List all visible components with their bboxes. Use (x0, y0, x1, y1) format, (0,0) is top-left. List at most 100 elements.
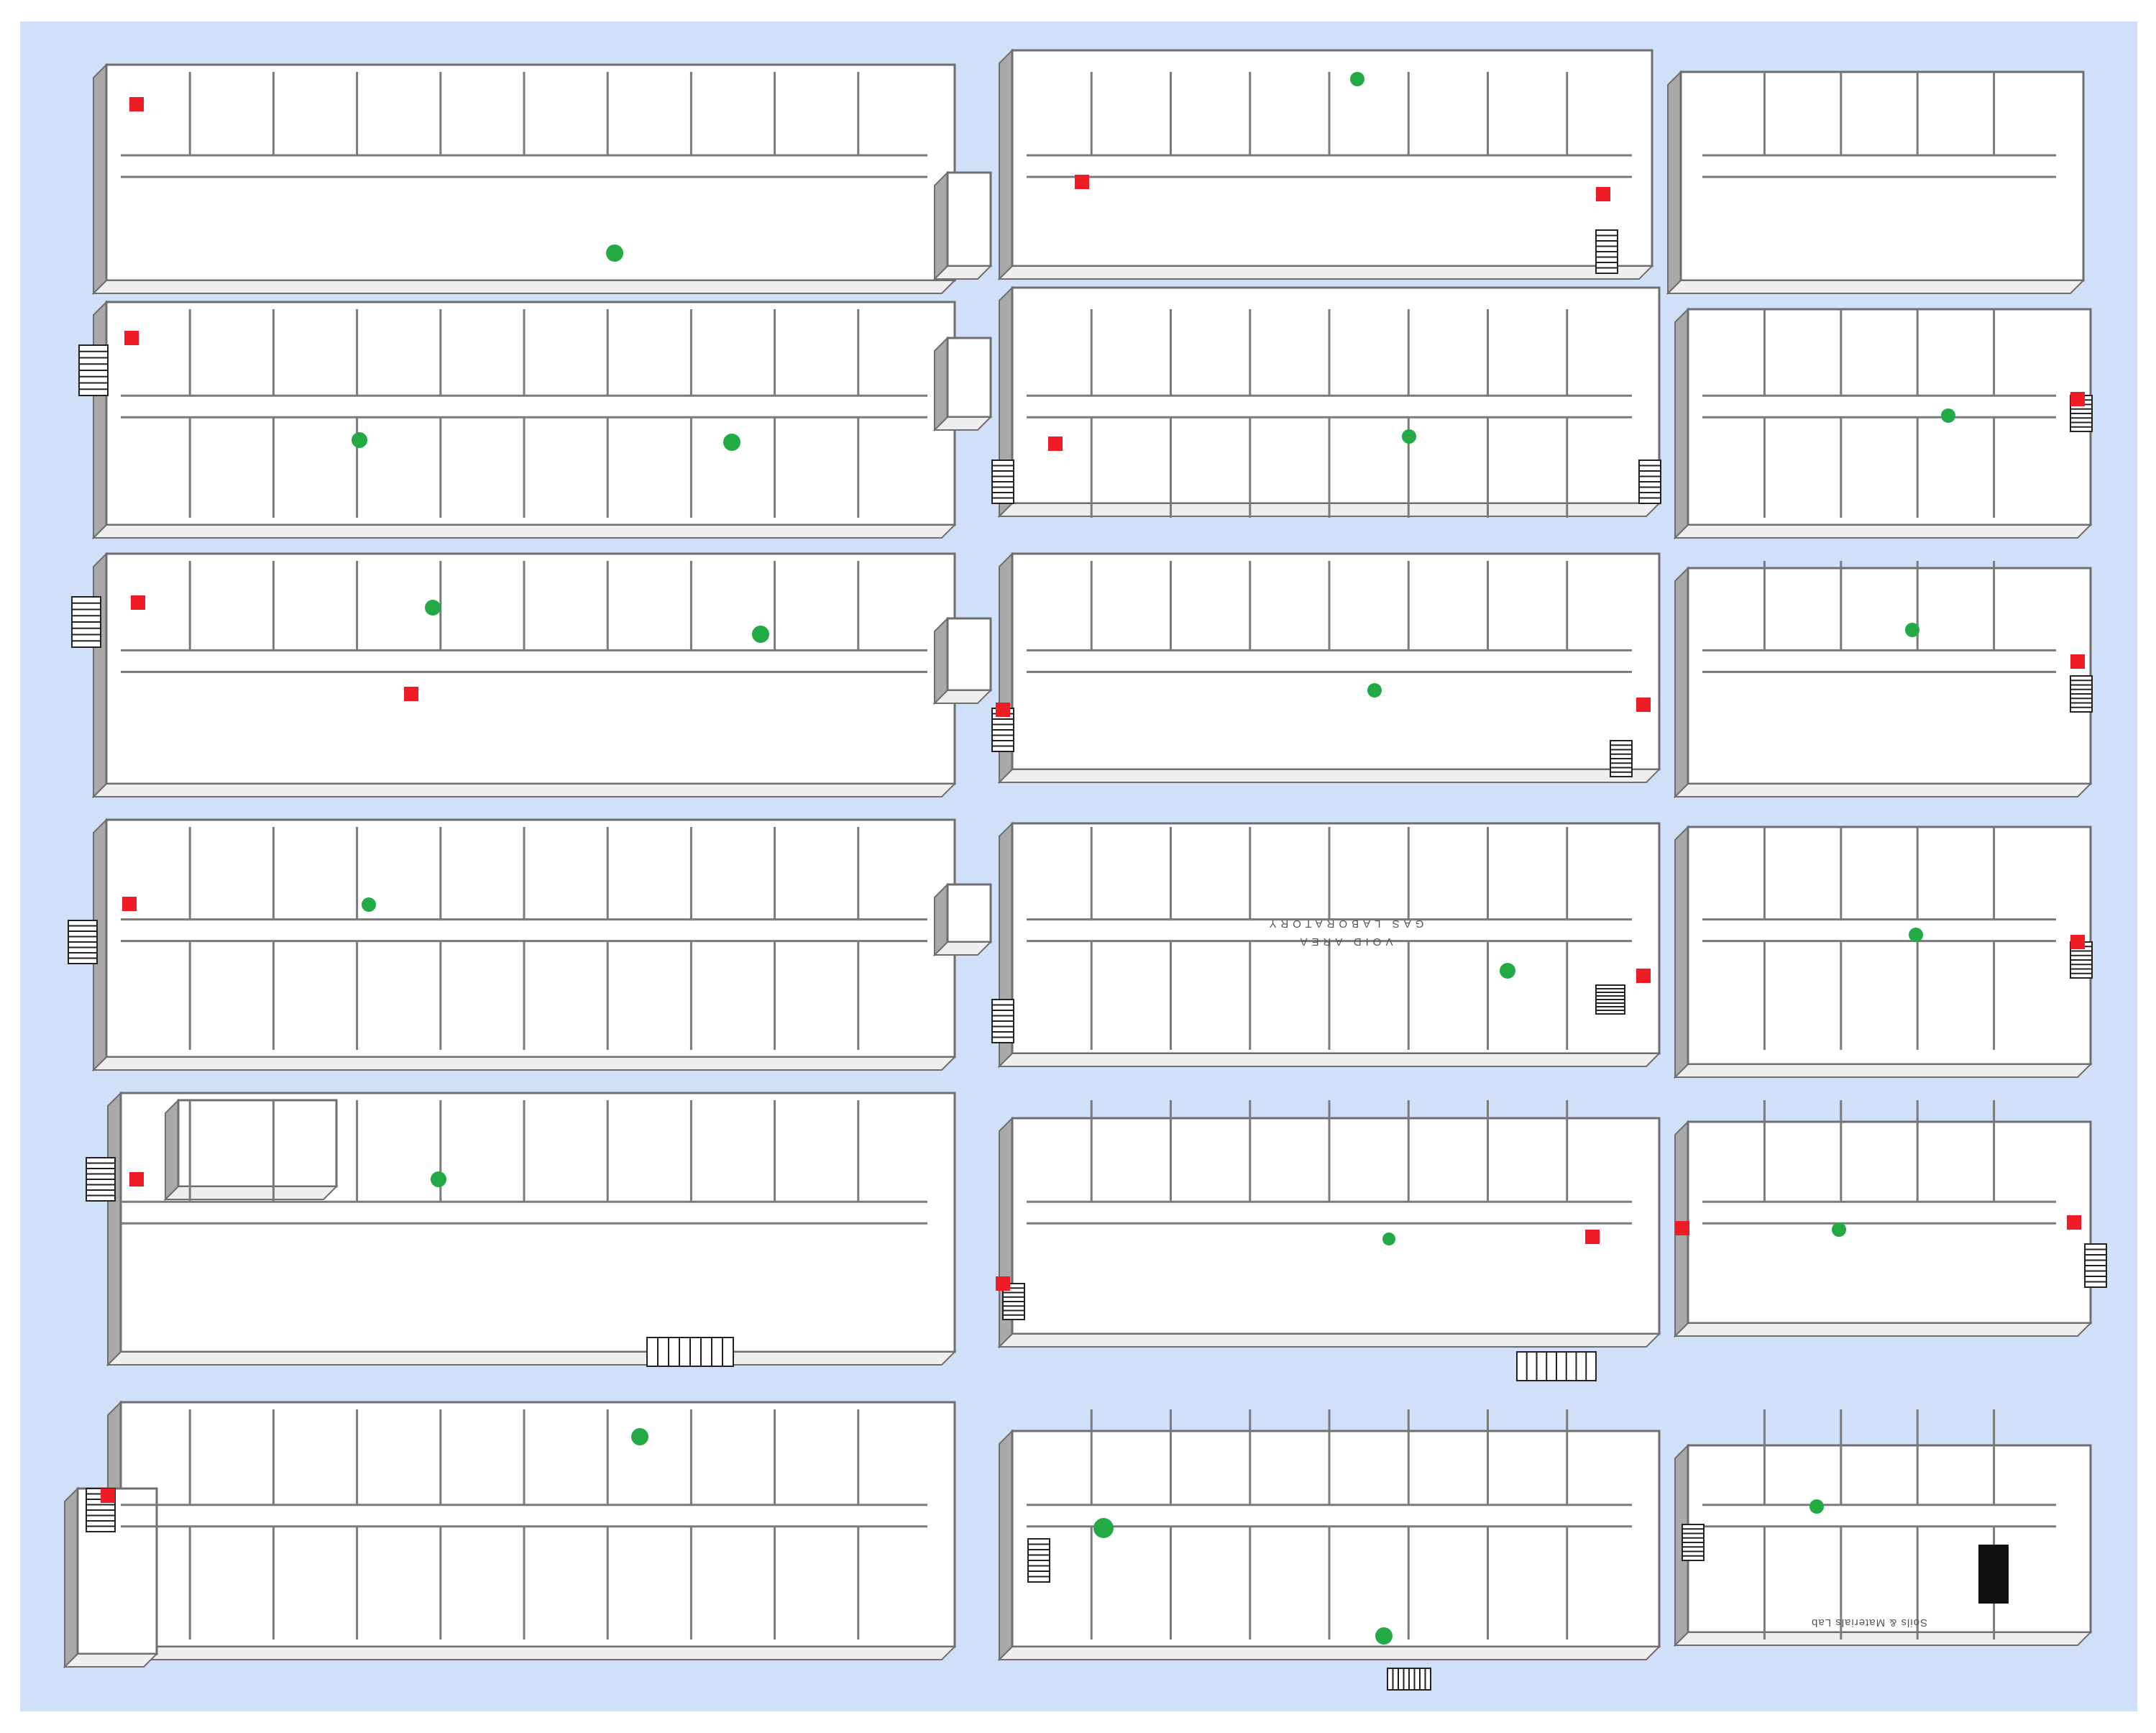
wall-front (91, 783, 957, 797)
green-circle-marker-13 (1909, 928, 1923, 942)
staircase-10 (1027, 1538, 1050, 1583)
wall-front (932, 941, 993, 956)
green-circle-marker-14 (431, 1171, 446, 1187)
lab-label-line1: VOID AREA (1296, 936, 1393, 948)
staircase-22 (1387, 1668, 1431, 1691)
wall-front (932, 265, 993, 280)
wall-side (934, 616, 948, 705)
green-circle-marker-17 (631, 1428, 648, 1445)
green-circle-marker-16 (1832, 1222, 1846, 1237)
wall-side (93, 552, 107, 799)
building-block-9 (91, 552, 957, 799)
floor-slab (1011, 1430, 1661, 1648)
staircase-13 (1610, 740, 1633, 777)
green-circle-marker-5 (1402, 429, 1416, 444)
green-circle-marker-9 (1367, 683, 1382, 698)
red-square-marker-6 (2070, 392, 2085, 406)
markers (101, 72, 2085, 1645)
floor-slab (1011, 552, 1661, 771)
red-square-marker-11 (2070, 654, 2085, 669)
wall-front (63, 1653, 159, 1668)
green-circle-marker-19 (1375, 1627, 1393, 1645)
green-circle-marker-10 (1905, 623, 1919, 637)
building-block-20 (163, 1098, 339, 1202)
green-circle-marker-4 (723, 434, 740, 451)
wall-front (91, 524, 957, 539)
red-square-marker-19 (2067, 1215, 2081, 1230)
wall-side (93, 300, 107, 540)
green-circle-marker-12 (1500, 963, 1515, 979)
staircase-11 (1595, 229, 1618, 274)
building-block-19 (1673, 1120, 2093, 1338)
building-block-4 (932, 170, 993, 281)
lab-label-line2: GAS LABORATORY (1265, 918, 1424, 930)
wall-side (1674, 566, 1689, 799)
green-circle-marker-6 (1941, 408, 1955, 423)
wall-front (106, 1351, 957, 1366)
green-circle-marker-8 (752, 626, 769, 643)
wall-side (64, 1486, 78, 1669)
wall-front (163, 1186, 339, 1200)
wall-front (1666, 280, 2086, 294)
building-block-8 (932, 336, 993, 432)
wall-front (997, 1333, 1661, 1348)
staircases (68, 229, 2107, 1691)
building-block-23 (1673, 1443, 2093, 1647)
wall-front (1673, 1064, 2093, 1078)
wall-front (106, 1646, 957, 1660)
wall-front (932, 416, 993, 431)
staircase-16 (2070, 675, 2093, 713)
floor-slab (946, 337, 992, 419)
wall-front (1673, 524, 2093, 539)
building-block-1 (91, 63, 957, 296)
wall-side (165, 1098, 179, 1202)
floor-slab (1687, 1444, 2092, 1634)
floor-slab (177, 1099, 338, 1188)
building-block-13 (91, 818, 957, 1072)
red-square-marker-14 (2070, 935, 2085, 949)
wall-front (997, 265, 1654, 280)
floor-slab (1011, 49, 1653, 268)
staircase-12 (1638, 459, 1661, 504)
wall-side (934, 336, 948, 432)
floor-slab (105, 818, 956, 1058)
building-block-5 (91, 300, 957, 540)
red-square-marker-9 (996, 703, 1010, 717)
staircase-19 (1682, 1524, 1705, 1561)
wall-side (1674, 825, 1689, 1079)
wall-front (91, 1056, 957, 1071)
wall-side (1667, 70, 1682, 296)
wall-front (997, 769, 1661, 783)
floor-slab (946, 883, 992, 943)
floor-slab (946, 171, 992, 268)
green-circle-marker-1 (606, 244, 623, 262)
green-circle-marker-15 (1382, 1233, 1395, 1245)
wall-side (934, 170, 948, 281)
staircase-20 (646, 1337, 734, 1367)
red-square-marker-5 (1048, 436, 1063, 451)
building-block-16 (932, 882, 993, 957)
wall-front (1673, 783, 2093, 797)
wall-side (999, 1429, 1013, 1662)
building-block-15 (1673, 825, 2093, 1079)
red-square-marker-3 (1596, 187, 1610, 201)
green-circle-marker-2 (1350, 72, 1364, 86)
soils-lab-label: Soils & Materials Lab (1811, 1617, 1927, 1629)
red-square-marker-18 (1675, 1221, 1689, 1235)
building-blocks (63, 48, 2093, 1669)
floor-slab (1687, 826, 2092, 1066)
red-square-marker-7 (131, 595, 145, 610)
staircase-3 (68, 920, 98, 964)
building-block-14 (997, 821, 1661, 1069)
red-square-marker-1 (129, 97, 144, 111)
red-square-marker-2 (1075, 175, 1089, 189)
building-block-2 (997, 48, 1654, 281)
green-circle-marker-18 (1093, 1518, 1114, 1538)
floor-slab (946, 617, 992, 692)
wall-side (107, 1091, 121, 1367)
wall-side (999, 48, 1013, 281)
building-block-3 (1666, 70, 2086, 296)
staircase-2 (71, 596, 101, 648)
red-square-marker-15 (129, 1172, 144, 1186)
floor-slab (1687, 567, 2092, 785)
